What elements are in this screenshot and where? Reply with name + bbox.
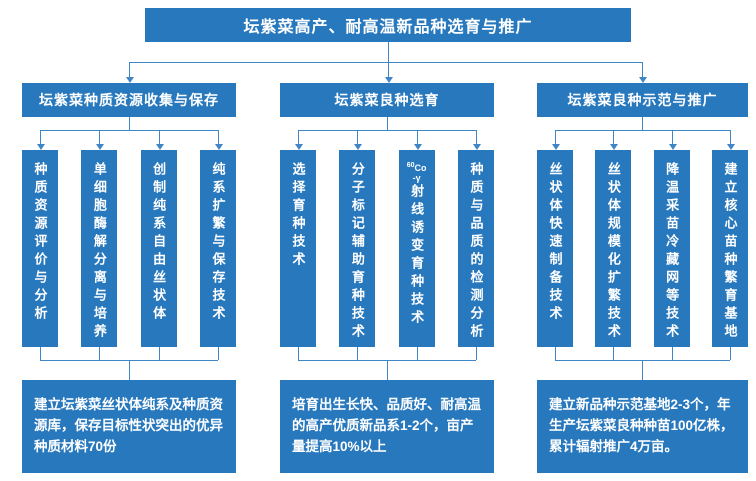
node-label: 建立核心苗种繁育基地 [722,162,738,342]
connector-g1-item1-stub [40,347,41,360]
connector-arrow-g3-item1 [552,130,560,150]
connector-g1-item4-stub [218,347,219,360]
connector-g2-item2-stub [357,347,358,360]
node-quality-testing: 种质与品质的检测分析 [457,150,494,347]
node-label: 选择育种技术 [290,162,306,270]
connector-arrow-g1-item3 [156,130,164,150]
group2-items: 选择育种技术 分子标记辅助育种技术 60Co -γ 射线诱变育种技术 种质与品质… [280,150,494,347]
group2-title-node: 坛紫菜良种选育 [280,83,494,117]
node-selective-breeding: 选择育种技术 [280,150,316,347]
node-cooling-seeding-storage: 降温采苗冷藏网等技术 [653,150,690,347]
connector-arrow-g1-item2 [96,130,104,150]
connector-arrow-g1-item4 [215,130,223,150]
root-node: 坛紫菜高产、耐高温新品种选育与推广 [145,8,631,42]
connector-g2-item1-stub [298,347,299,360]
group1-outcome-node: 建立坛紫菜丝状体纯系及种质资源库，保存目标性状突出的优异种质材料70份 [22,380,236,473]
node-marker-assisted-breeding: 分子标记辅助育种技术 [339,150,376,347]
gamma-ray-symbol: -γ [412,173,421,184]
node-label: 分子标记辅助育种技术 [349,162,365,342]
connector-g3-outcome-stub [642,360,643,380]
node-label: 创制纯系自由丝状体 [151,162,167,324]
connector-g1-item3-stub [159,347,160,360]
node-germplasm-evaluation: 种质资源评价与分析 [22,150,58,347]
connector-g2-item3-stub [417,347,418,360]
connector-arrow-g1-item1 [37,130,45,150]
connector-arrow-g2-item3 [414,130,422,150]
connector-g1-outcome-stub [129,360,130,380]
connector-arrow-g3-item2 [610,130,618,150]
group1-items: 种质资源评价与分析 单细胞酶解分离与培养 创制纯系自由丝状体 纯系扩繁与保存技术 [22,150,236,347]
connector-arrow-group2 [385,62,393,83]
connector-arrow-g3-item4 [727,130,735,150]
connector-group2-stub [387,117,388,130]
connector-g3-item2-stub [613,347,614,360]
node-rapid-filament-preparation: 丝状体快速制备技术 [537,150,573,347]
connector-g1-item2-stub [99,347,100,360]
node-label: 降温采苗冷藏网等技术 [664,162,680,342]
connector-root-stub [388,42,389,62]
node-pure-line-filament: 创制纯系自由丝状体 [140,150,177,347]
connector-arrow-group1 [126,62,134,83]
node-label: 种质资源评价与分析 [32,162,48,324]
isotope-mass-number: 60 [406,162,415,169]
connector-g3-item1-stub [555,347,556,360]
node-core-seed-base: 建立核心苗种繁育基地 [711,150,748,347]
connector-g2-item4-stub [476,347,477,360]
connector-arrow-g3-item3 [669,130,677,150]
isotope-co60: 60Co [407,162,427,173]
group3-title-node: 坛紫菜良种示范与推广 [537,83,748,117]
group3-items: 丝状体快速制备技术 丝状体规模化扩繁技术 降温采苗冷藏网等技术 建立核心苗种繁育… [537,150,748,347]
node-pure-line-preservation: 纯系扩繁与保存技术 [199,150,236,347]
node-large-scale-propagation: 丝状体规模化扩繁技术 [595,150,632,347]
node-label: 纯系扩繁与保存技术 [210,162,226,324]
connector-arrow-group3 [639,62,647,83]
node-single-cell-enzymolysis: 单细胞酶解分离与培养 [81,150,118,347]
connector-arrow-g2-item4 [473,130,481,150]
connector-g2-outcome-stub [387,360,388,380]
connector-group1-stub [129,117,130,130]
group3-outcome-node: 建立新品种示范基地2-3个，年生产坛紫菜良种种苗100亿株，累计辐射推广4万亩。 [537,380,748,473]
node-label: 丝状体规模化扩繁技术 [605,162,621,342]
node-label: 种质与品质的检测分析 [468,162,484,342]
node-label: 单细胞酶解分离与培养 [91,162,107,342]
connector-level1-rail [129,62,643,63]
connector-g3-item4-stub [730,347,731,360]
node-label: 丝状体快速制备技术 [547,162,563,324]
connector-arrow-g2-item2 [354,130,362,150]
node-label: 射线诱变育种技术 [409,183,425,328]
connector-g3-item3-stub [672,347,673,360]
node-mutation-breeding: 60Co -γ 射线诱变育种技术 [398,150,435,347]
connector-group3-rail [555,130,730,131]
connector-group3-stub [642,117,643,130]
connector-arrow-g2-item1 [295,130,303,150]
group2-outcome-node: 培育出生长快、品质好、耐高温的高产优质新品系1-2个，亩产量提高10%以上 [280,380,494,473]
connector-group2-rail [298,130,476,131]
group1-title-node: 坛紫菜种质资源收集与保存 [22,83,236,117]
isotope-symbol: Co [414,163,427,173]
connector-group1-rail [40,130,218,131]
